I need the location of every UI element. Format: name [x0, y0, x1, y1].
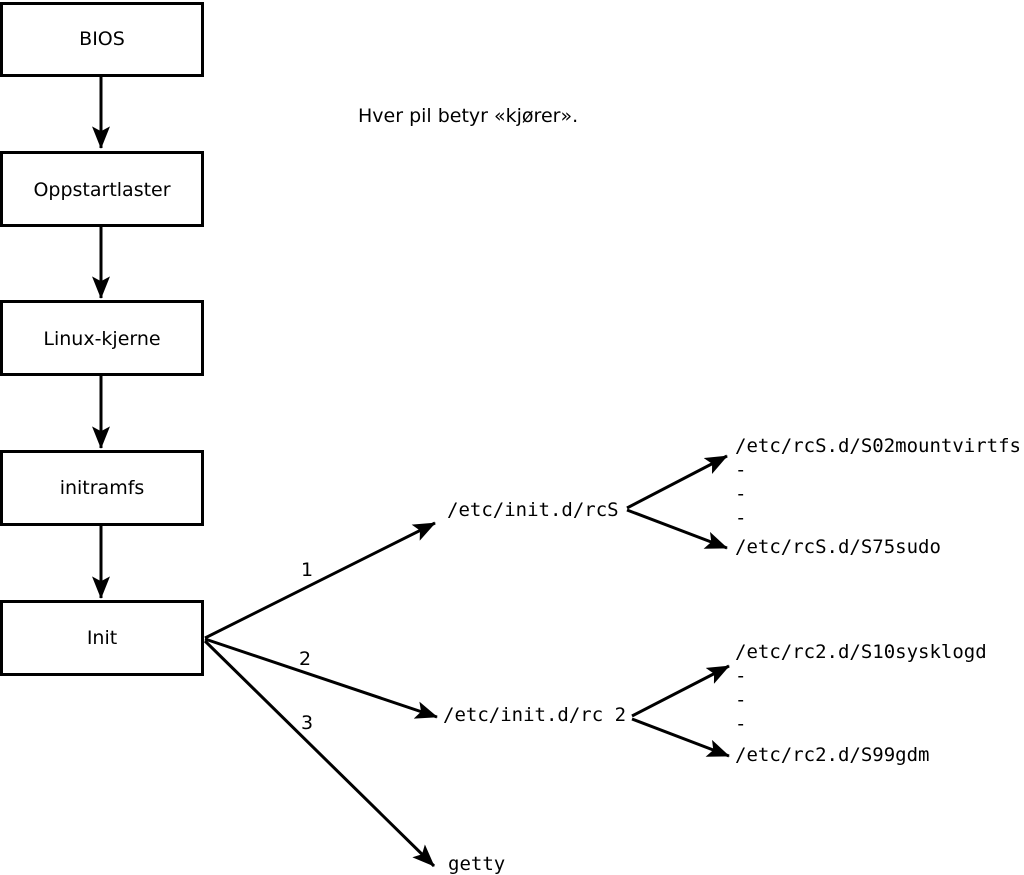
rc2-children-list: /etc/rc2.d/S10sysklogd - - - /etc/rc2.d/… [735, 641, 987, 766]
box-initramfs: initramfs [0, 450, 204, 526]
script-rc2-label: /etc/init.d/rc 2 [443, 704, 626, 726]
rc2-child-item: - [735, 713, 746, 735]
script-rcs-label: /etc/init.d/rcS [447, 499, 619, 521]
arrow-rcs-to-s75sudo [626, 508, 728, 550]
rcs-child-item: - [735, 483, 746, 505]
box-bios: BIOS [0, 2, 204, 77]
arrow-init-to-getty [203, 639, 436, 868]
box-init: Init [0, 600, 204, 676]
arrow-init-to-rc2 [204, 637, 438, 719]
box-bootloader: Oppstartlaster [0, 151, 204, 227]
arrow-rcs-to-s02mountvirtfs [626, 454, 728, 510]
script-getty-label: getty [448, 853, 505, 875]
rcs-child-item: - [735, 459, 746, 481]
rc2-child-item: /etc/rc2.d/S99gdm [735, 744, 929, 766]
box-bios-label: BIOS [79, 28, 125, 50]
rc2-child-item: - [735, 689, 746, 711]
note-text: Hver pil betyr «kjører». [358, 105, 578, 127]
box-kernel: Linux-kjerne [0, 300, 204, 376]
box-initramfs-label: initramfs [60, 477, 145, 499]
rcs-child-item: - [735, 507, 746, 529]
arrow-label-1: 1 [301, 559, 313, 581]
arrow-label-3: 3 [301, 712, 313, 734]
arrow-rc2-to-s10sysklogd [631, 664, 730, 718]
box-kernel-label: Linux-kjerne [43, 328, 160, 350]
arrow-label-2: 2 [299, 648, 311, 670]
arrow-rc2-to-s99gdm [631, 717, 730, 758]
box-bootloader-label: Oppstartlaster [33, 179, 170, 201]
rc2-child-item: /etc/rc2.d/S10sysklogd [735, 641, 987, 663]
rcs-children-list: /etc/rcS.d/S02mountvirtfs - - - /etc/rcS… [735, 435, 1021, 558]
arrow-init-to-rcs [204, 521, 436, 640]
rc2-child-item: - [735, 665, 746, 687]
box-init-label: Init [87, 627, 117, 649]
rcs-child-item: /etc/rcS.d/S75sudo [735, 536, 941, 558]
rcs-child-item: /etc/rcS.d/S02mountvirtfs [735, 435, 1021, 457]
